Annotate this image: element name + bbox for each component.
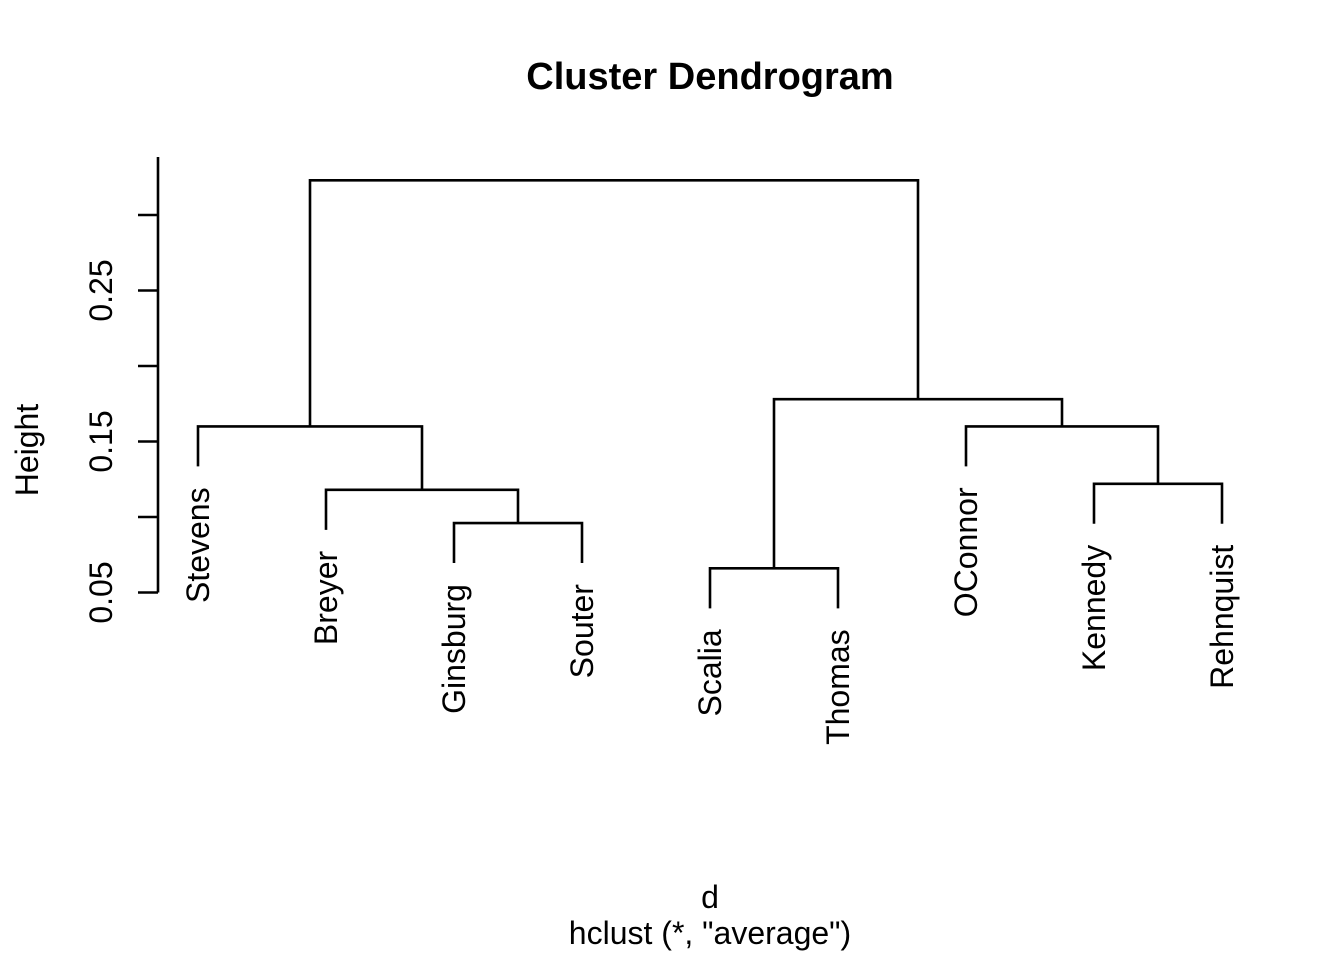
dendrogram-merge [196, 425, 424, 490]
y-axis-tick-label: 0.15 [83, 410, 119, 472]
leaf-label: Ginsburg [436, 584, 472, 714]
chart-title: Cluster Dendrogram [526, 56, 893, 98]
y-axis-label: Height [9, 404, 45, 497]
leaf-label: Rehnquist [1204, 545, 1240, 689]
y-axis [138, 157, 160, 594]
dendrogram-merge [308, 178, 920, 427]
y-axis-tick-label: 0.25 [83, 259, 119, 321]
leaf-label: Souter [564, 584, 600, 679]
dendrogram-merge [1092, 482, 1224, 524]
x-axis-label-line2: hclust (*, "average") [569, 915, 851, 951]
dendrogram-merge [452, 521, 584, 564]
dendrogram-merge [708, 567, 840, 609]
leaf-label: Kennedy [1076, 545, 1112, 671]
dendrogram-tree-lines [196, 178, 1224, 609]
leaf-label: Stevens [180, 487, 216, 603]
dendrogram-merge [772, 397, 1064, 569]
dendrogram-merge [964, 425, 1160, 484]
y-axis-tick-label: 0.05 [83, 561, 119, 623]
leaf-label: Scalia [692, 629, 728, 716]
leaf-label: Breyer [308, 550, 344, 645]
leaf-label: Thomas [820, 629, 856, 745]
x-axis-label-line1: d [701, 879, 719, 915]
y-axis-tick-labels: 0.05 0.15 0.25 [83, 259, 119, 623]
leaf-label: OConnor [948, 487, 984, 617]
